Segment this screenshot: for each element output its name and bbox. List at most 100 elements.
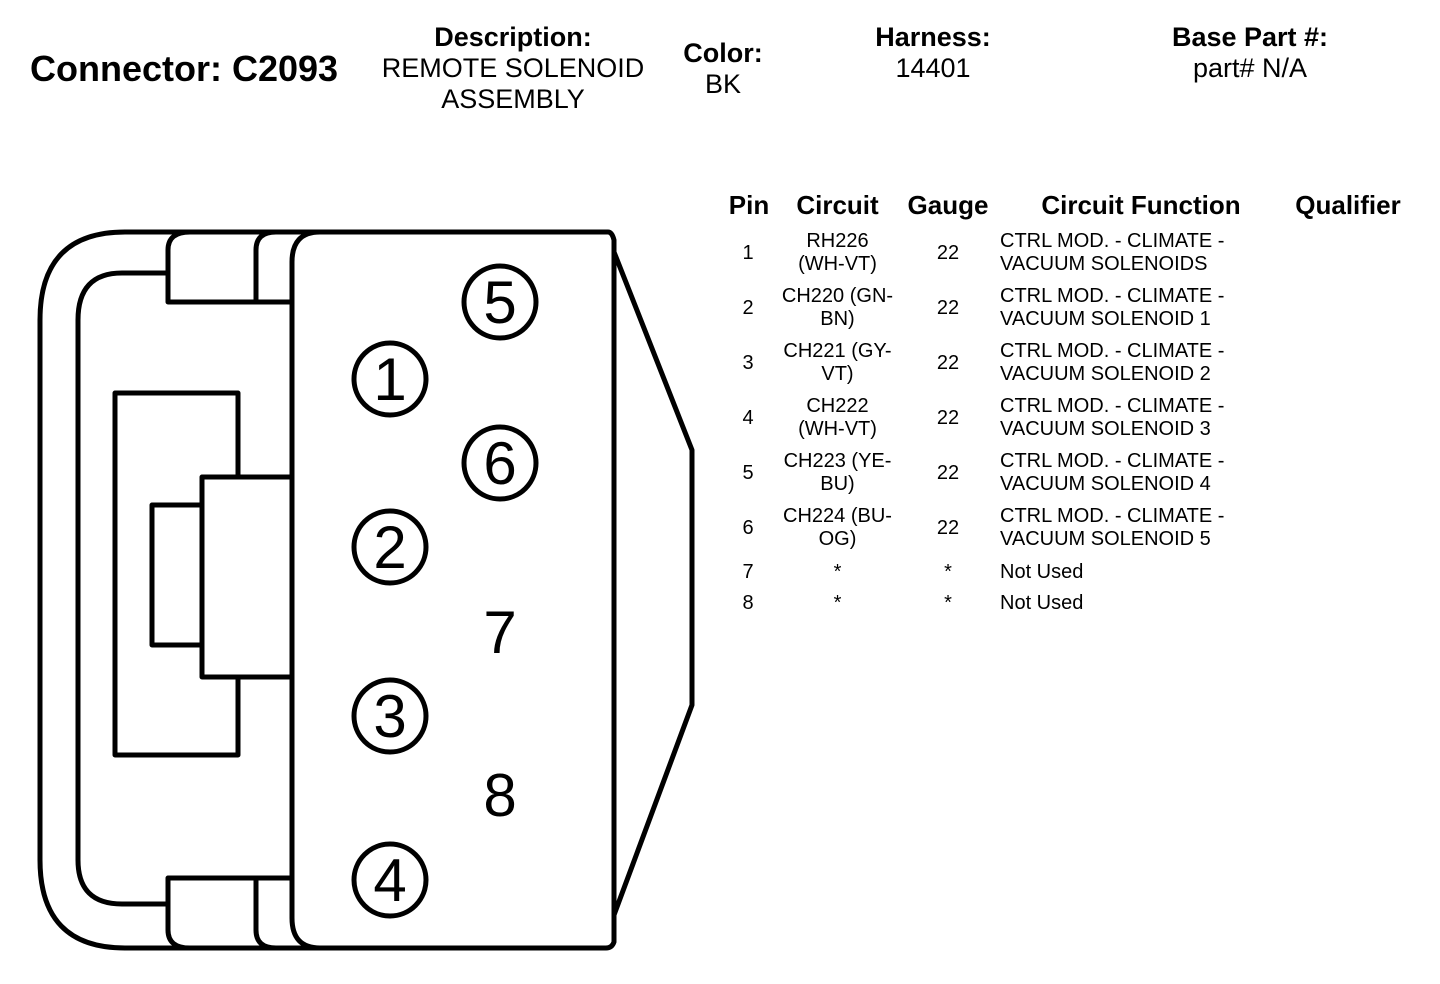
- circuit-function-line: Not Used: [1000, 560, 1084, 583]
- circuit-function-line: VACUUM SOLENOID 5: [1000, 528, 1211, 550]
- pin-cell: 3: [742, 351, 754, 374]
- circuit-function-text: CTRL MOD. - CLIMATE -VACUUM SOLENOID 1: [1000, 285, 1224, 331]
- circuit-function-text: CTRL MOD. - CLIMATE -VACUUM SOLENOID 5: [1000, 505, 1224, 551]
- pin-1-label: 1: [373, 346, 406, 413]
- circuit-function-cell: CTRL MOD. - CLIMATE -VACUUM SOLENOID 4: [1000, 450, 1280, 496]
- circuit-function-line: Not Used: [1000, 591, 1084, 614]
- pin-3-label: 3: [373, 683, 406, 750]
- base-part-label: Base Part #:: [1171, 22, 1329, 52]
- connector-title: Connector: C2093: [30, 48, 339, 89]
- circuit-line: BU): [820, 473, 855, 495]
- color-label: Color:: [683, 38, 763, 68]
- harness-label: Harness:: [875, 22, 991, 52]
- circuit-cell: *: [770, 560, 905, 584]
- pin-2-circle: [351, 508, 429, 586]
- circuit-line: CH224 (BU-: [783, 505, 892, 527]
- circuit-text: *: [834, 561, 842, 584]
- circuit-cell: *: [770, 591, 905, 615]
- circuit-function-text: CTRL MOD. - CLIMATE -VACUUM SOLENOID 3: [1000, 395, 1224, 441]
- circuit-function-line: VACUUM SOLENOID 1: [1000, 308, 1211, 330]
- circuit-cell: CH220 (GN-BN): [770, 285, 905, 331]
- circuit-function-line: CTRL MOD. - CLIMATE -: [1000, 450, 1225, 472]
- qualifier-cell: [1290, 285, 1410, 331]
- qualifier-cell: [1290, 395, 1410, 441]
- circuit-function-line: CTRL MOD. - CLIMATE -: [1000, 285, 1225, 307]
- circuit-function-text: CTRL MOD. - CLIMATE -VACUUM SOLENOID 2: [1000, 340, 1224, 386]
- qualifier-cell: [1290, 505, 1410, 551]
- base-part-block: Base Part #: part# N/A: [1100, 22, 1400, 84]
- table-row: 8**Not Used: [0, 591, 1440, 615]
- circuit-text: CH222(WH-VT): [798, 395, 877, 441]
- circuit-line: OG): [818, 528, 857, 550]
- gauge-cell: 22: [936, 351, 960, 374]
- qualifier-cell: [1290, 560, 1410, 584]
- circuit-function-cell: CTRL MOD. - CLIMATE -VACUUM SOLENOID 3: [1000, 395, 1280, 441]
- circuit-line: (WH-VT): [798, 418, 877, 440]
- qualifier-cell: [1290, 450, 1410, 496]
- pin-6-circle: [461, 424, 539, 502]
- circuit-line: *: [833, 591, 842, 614]
- connector-outer-shell: [37, 229, 617, 951]
- pin-cell: 8: [742, 591, 754, 614]
- pin-2-label: 2: [373, 514, 406, 581]
- circuit-cell: RH226(WH-VT): [770, 230, 905, 276]
- circuit-function-cell: CTRL MOD. - CLIMATE -VACUUM SOLENOID 1: [1000, 285, 1280, 331]
- color-value: BK: [704, 69, 742, 99]
- harness-block: Harness: 14401: [833, 22, 1033, 84]
- circuit-cell: CH224 (BU-OG): [770, 505, 905, 551]
- circuit-function-line: VACUUM SOLENOIDS: [1000, 253, 1208, 275]
- circuit-line: *: [833, 560, 842, 583]
- table-header-qualifier: Qualifier: [1295, 190, 1401, 220]
- description-label: Description:: [434, 22, 592, 52]
- description-line: REMOTE SOLENOID: [381, 53, 645, 83]
- table-header-pin: Pin: [728, 190, 770, 220]
- circuit-function-cell: CTRL MOD. - CLIMATE -VACUUM SOLENOIDS: [1000, 230, 1280, 276]
- circuit-function-line: CTRL MOD. - CLIMATE -: [1000, 230, 1225, 252]
- table-row: 2 CH220 (GN-BN) 22 CTRL MOD. - CLIMATE -VAC…: [0, 285, 1440, 331]
- gauge-cell: 22: [936, 461, 960, 484]
- circuit-function-line: CTRL MOD. - CLIMATE -: [1000, 505, 1225, 527]
- circuit-function-cell: CTRL MOD. - CLIMATE -VACUUM SOLENOID 5: [1000, 505, 1280, 551]
- circuit-function-cell: CTRL MOD. - CLIMATE -VACUUM SOLENOID 2: [1000, 340, 1280, 386]
- gauge-cell: 22: [936, 296, 960, 319]
- pin-8-label: 8: [483, 762, 516, 829]
- base-part-value: part# N/A: [1192, 53, 1308, 83]
- connector-latch-loop: [75, 270, 169, 907]
- circuit-line: CH222: [806, 395, 869, 417]
- circuit-function-text: CTRL MOD. - CLIMATE -VACUUM SOLENOIDS: [1000, 230, 1224, 276]
- pin-cell: 4: [742, 406, 754, 429]
- circuit-line: (WH-VT): [798, 253, 877, 275]
- qualifier-cell: [1290, 591, 1410, 615]
- pin-cell: 5: [742, 461, 754, 484]
- table-row: 3 CH221 (GY-VT) 22 CTRL MOD. - CLIMATE -VAC…: [0, 340, 1440, 386]
- gauge-cell: *: [944, 560, 952, 583]
- harness-value: 14401: [895, 53, 971, 83]
- circuit-text: CH220 (GN-BN): [782, 285, 893, 331]
- connector-top-tab: [165, 229, 295, 305]
- pin-6-label: 6: [483, 430, 516, 497]
- pin-cell: 1: [742, 241, 754, 264]
- qualifier-cell: [1290, 230, 1410, 276]
- connector-key-inner: [149, 502, 205, 648]
- pin-cell: 2: [742, 296, 754, 319]
- description-line: ASSEMBLY: [441, 84, 585, 114]
- color-block: Color: BK: [663, 38, 783, 100]
- table-header-circuit-function: Circuit Function: [1041, 190, 1241, 220]
- circuit-line: CH220 (GN-: [781, 285, 894, 307]
- table-header-circuit: Circuit: [796, 190, 879, 220]
- table-row: 5 CH223 (YE-BU) 22 CTRL MOD. - CLIMATE -VAC…: [0, 450, 1440, 496]
- circuit-line: CH221 (GY-: [783, 340, 892, 362]
- circuit-function-text: CTRL MOD. - CLIMATE -VACUUM SOLENOID 4: [1000, 450, 1224, 496]
- circuit-text: CH223 (YE-BU): [784, 450, 892, 496]
- circuit-line: CH223 (YE-: [783, 450, 892, 472]
- pin-4-label: 4: [373, 847, 406, 914]
- circuit-line: RH226: [806, 230, 869, 252]
- circuit-cell: CH223 (YE-BU): [770, 450, 905, 496]
- circuit-cell: CH221 (GY-VT): [770, 340, 905, 386]
- table-row: 7**Not Used: [0, 560, 1440, 584]
- circuit-function-line: CTRL MOD. - CLIMATE -: [1000, 395, 1225, 417]
- description-block: Description: REMOTE SOLENOID ASSEMBLY: [363, 22, 663, 115]
